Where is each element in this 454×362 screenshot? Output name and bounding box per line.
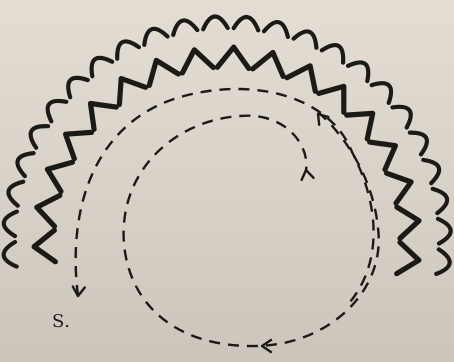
scallop-mark xyxy=(294,31,317,47)
chevron-mark xyxy=(370,142,396,169)
scallop-mark xyxy=(117,41,139,58)
chevron-mark xyxy=(253,53,284,77)
outer-dashed-path xyxy=(76,89,374,302)
chevron-mark xyxy=(397,242,419,273)
chevron-mark xyxy=(287,66,315,91)
scallop-mark xyxy=(234,17,259,30)
scallop-mark xyxy=(4,212,17,237)
chevron-mark xyxy=(347,113,373,138)
chevron-mark xyxy=(119,79,145,105)
chevron-mark xyxy=(319,86,344,112)
chevron-mark xyxy=(34,230,55,261)
chevron-mark xyxy=(149,60,178,85)
chevron-mark xyxy=(397,207,419,238)
chevron-mark xyxy=(182,50,213,73)
chevron-mark xyxy=(91,104,117,130)
scallop-mark xyxy=(322,45,343,63)
scallop-mark xyxy=(68,78,88,97)
scallop-mark xyxy=(438,219,451,244)
scallop-mark xyxy=(8,182,23,206)
scallop-mark xyxy=(144,29,167,45)
arrowhead-mark xyxy=(300,169,313,180)
scallop-mark xyxy=(423,160,439,183)
scallop-mark xyxy=(4,242,17,267)
chevron-mark xyxy=(37,195,60,226)
chevron-mark xyxy=(217,47,248,68)
inner-dashed-path xyxy=(124,112,379,346)
scallop-mark xyxy=(92,58,113,76)
dashed-paths xyxy=(76,89,379,346)
start-label: S. xyxy=(52,311,70,332)
scallop-mark xyxy=(31,126,48,148)
scallop-mark xyxy=(410,133,427,155)
chevron-mark xyxy=(66,132,92,158)
scallop-mark xyxy=(348,62,368,81)
scallop-mark xyxy=(433,189,447,213)
scallop-mark xyxy=(17,153,33,176)
chevron-mark xyxy=(47,162,72,191)
chevron-ring xyxy=(34,47,419,274)
scallop-mark xyxy=(264,22,288,37)
scallop-mark xyxy=(48,101,67,121)
scallop-mark xyxy=(436,249,449,274)
chevron-mark xyxy=(387,173,412,203)
scallop-mark xyxy=(372,83,391,103)
scallop-mark xyxy=(173,20,197,34)
scallop-mark xyxy=(393,107,411,128)
scallop-mark xyxy=(203,17,228,30)
direction-arrows xyxy=(72,110,328,352)
